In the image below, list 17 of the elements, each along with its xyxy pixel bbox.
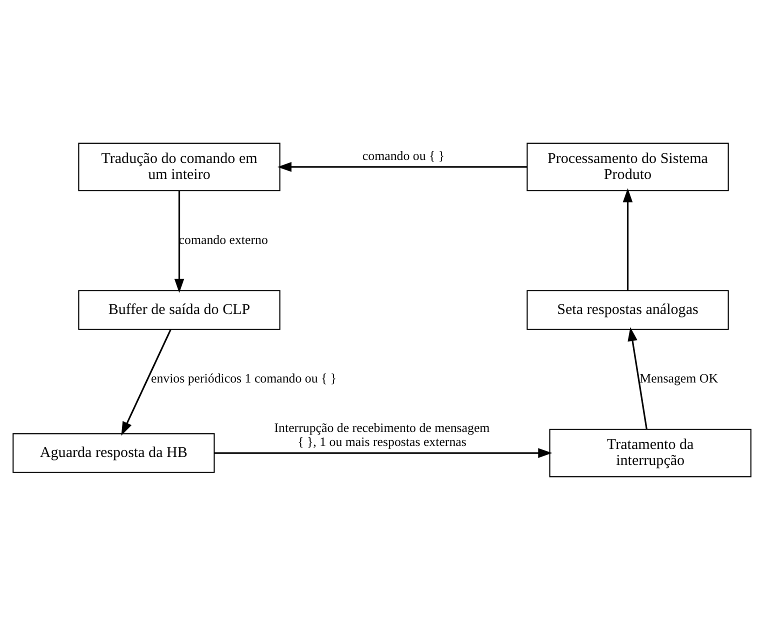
arrow bbox=[628, 327, 648, 430]
node-box: Seta respostas análogas bbox=[526, 290, 729, 330]
edge-label: comando ou { } bbox=[362, 149, 445, 164]
node-box: Buffer de saída do CLP bbox=[78, 290, 280, 330]
arrow bbox=[214, 448, 552, 458]
edge-label: envios periódicos 1 comando ou { } bbox=[150, 372, 337, 386]
node-box: Tratamento da interrupção bbox=[549, 428, 752, 478]
node-box: Processamento do Sistema Produto bbox=[526, 142, 729, 192]
edge-label: Mensagem OK bbox=[640, 372, 718, 386]
node-box: Aguarda resposta da HB bbox=[12, 433, 215, 473]
arrow bbox=[174, 190, 184, 293]
arrow bbox=[622, 188, 633, 290]
arrow bbox=[121, 329, 172, 436]
edge-label: Interrupção de recebimento de mensagem { }, 1 ou mais respostas externas bbox=[274, 421, 490, 450]
node-box: Tradução do comando em um inteiro bbox=[78, 142, 280, 192]
edge-label: comando externo bbox=[178, 232, 268, 247]
arrow bbox=[277, 162, 528, 172]
